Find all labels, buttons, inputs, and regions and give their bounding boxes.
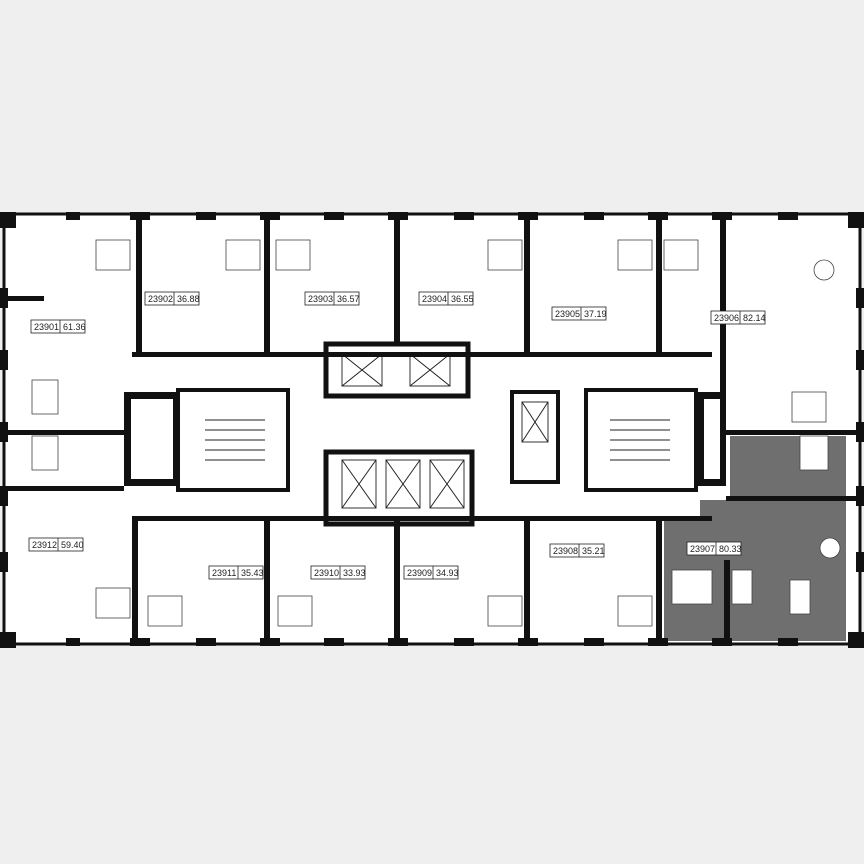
- facade-columns: [0, 212, 864, 648]
- unit-area: 35.21: [582, 546, 605, 556]
- unit-label-23909[interactable]: 23909 34.93: [403, 565, 459, 580]
- unit-number: 23909: [407, 568, 432, 578]
- unit-area: 35.43: [241, 568, 264, 578]
- unit-label-23903[interactable]: 23903 36.57: [304, 291, 360, 306]
- unit-number: 23907: [690, 544, 715, 554]
- unit-area: 36.88: [177, 294, 200, 304]
- unit-label-23904[interactable]: 23904 36.55: [418, 291, 474, 306]
- unit-label-23906[interactable]: 23906 82.14: [710, 310, 766, 325]
- unit-label-23908[interactable]: 23908 35.21: [549, 543, 605, 558]
- unit-area: 59.40: [61, 540, 84, 550]
- unit-label-23911[interactable]: 23911 35.43: [208, 565, 264, 580]
- unit-area: 36.57: [337, 294, 360, 304]
- unit-area: 61.36: [63, 322, 86, 332]
- unit-area: 36.55: [451, 294, 474, 304]
- unit-area: 80.33: [719, 544, 742, 554]
- party-walls-top: [4, 216, 726, 396]
- unit-label-23905[interactable]: 23905 37.19: [551, 306, 607, 321]
- unit-area: 33.93: [343, 568, 366, 578]
- corridor-walls: [132, 352, 712, 521]
- unit-number: 23901: [34, 322, 59, 332]
- unit-area: 37.19: [584, 309, 607, 319]
- unit-label-23902[interactable]: 23902 36.88: [144, 291, 200, 306]
- furniture: [31, 239, 841, 627]
- unit-number: 23902: [148, 294, 173, 304]
- party-walls-bottom: [4, 430, 860, 642]
- unit-label-23907[interactable]: 23907 80.33: [686, 541, 742, 556]
- unit-number: 23903: [308, 294, 333, 304]
- unit-number: 23905: [555, 309, 580, 319]
- unit-number: 23910: [314, 568, 339, 578]
- unit-number: 23904: [422, 294, 447, 304]
- unit-number: 23906: [714, 313, 739, 323]
- unit-number: 23908: [553, 546, 578, 556]
- unit-area: 34.93: [436, 568, 459, 578]
- unit-label-23901[interactable]: 23901 61.36: [30, 319, 86, 334]
- unit-number: 23912: [32, 540, 57, 550]
- unit-label-23912[interactable]: 23912 59.40: [28, 537, 84, 552]
- unit-label-23910[interactable]: 23910 33.93: [310, 565, 366, 580]
- unit-number: 23911: [212, 568, 236, 578]
- unit-area: 82.14: [743, 313, 766, 323]
